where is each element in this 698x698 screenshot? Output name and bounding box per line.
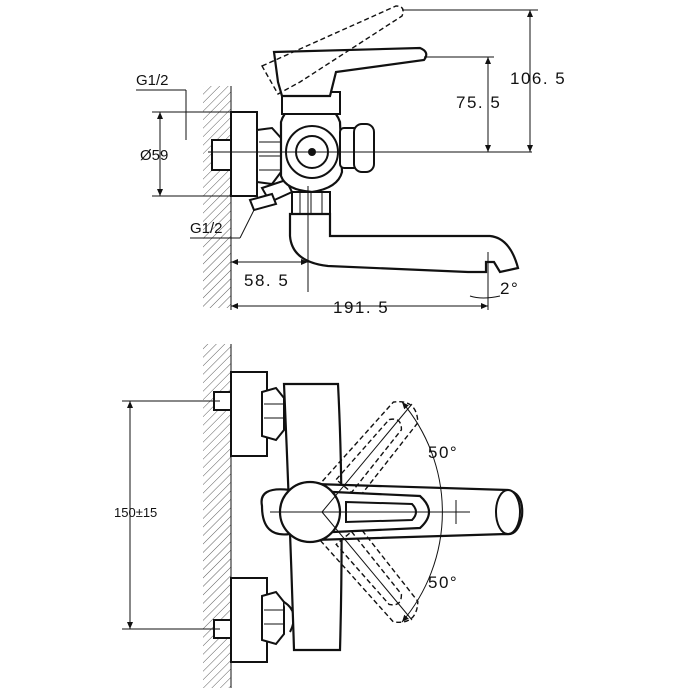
nut-upper [261, 386, 285, 442]
dim-total-height: 106. 5 [510, 69, 566, 88]
side-view: 106. 5 75. 5 G1/2 Ø59 G1/2 58. 5 191. 5 … [136, 5, 566, 317]
label-angle-lower: 50° [428, 573, 458, 592]
wall-hatch-side [203, 86, 231, 308]
dim-total-length: 191. 5 [333, 298, 389, 317]
angle-arc-handle [401, 401, 443, 623]
spout-side [288, 212, 520, 274]
inlet-pipe [211, 139, 232, 171]
handle-side [272, 46, 428, 98]
handle-rotated-down [310, 504, 419, 624]
label-diameter: Ø59 [140, 147, 168, 164]
label-spout-angle: 2° [500, 279, 519, 298]
wall-flange [230, 111, 258, 197]
label-angle-upper: 50° [428, 443, 458, 462]
dim-center-distance: 150±15 [114, 505, 157, 520]
diverter-knob [248, 192, 278, 212]
label-inlet-thread: G1/2 [136, 72, 169, 89]
angle-arc-spout [469, 295, 501, 299]
label-outlet-thread: G1/2 [190, 220, 223, 237]
nut-lower [261, 590, 285, 646]
spout-tip [495, 489, 521, 535]
dim-handle-height: 75. 5 [456, 93, 501, 112]
dim-wall-to-spout-axis: 58. 5 [244, 271, 289, 290]
handle-rotated-up [310, 400, 419, 520]
top-view: 50° 50° 150±15 [114, 344, 524, 688]
side-knob-cap [353, 123, 375, 173]
